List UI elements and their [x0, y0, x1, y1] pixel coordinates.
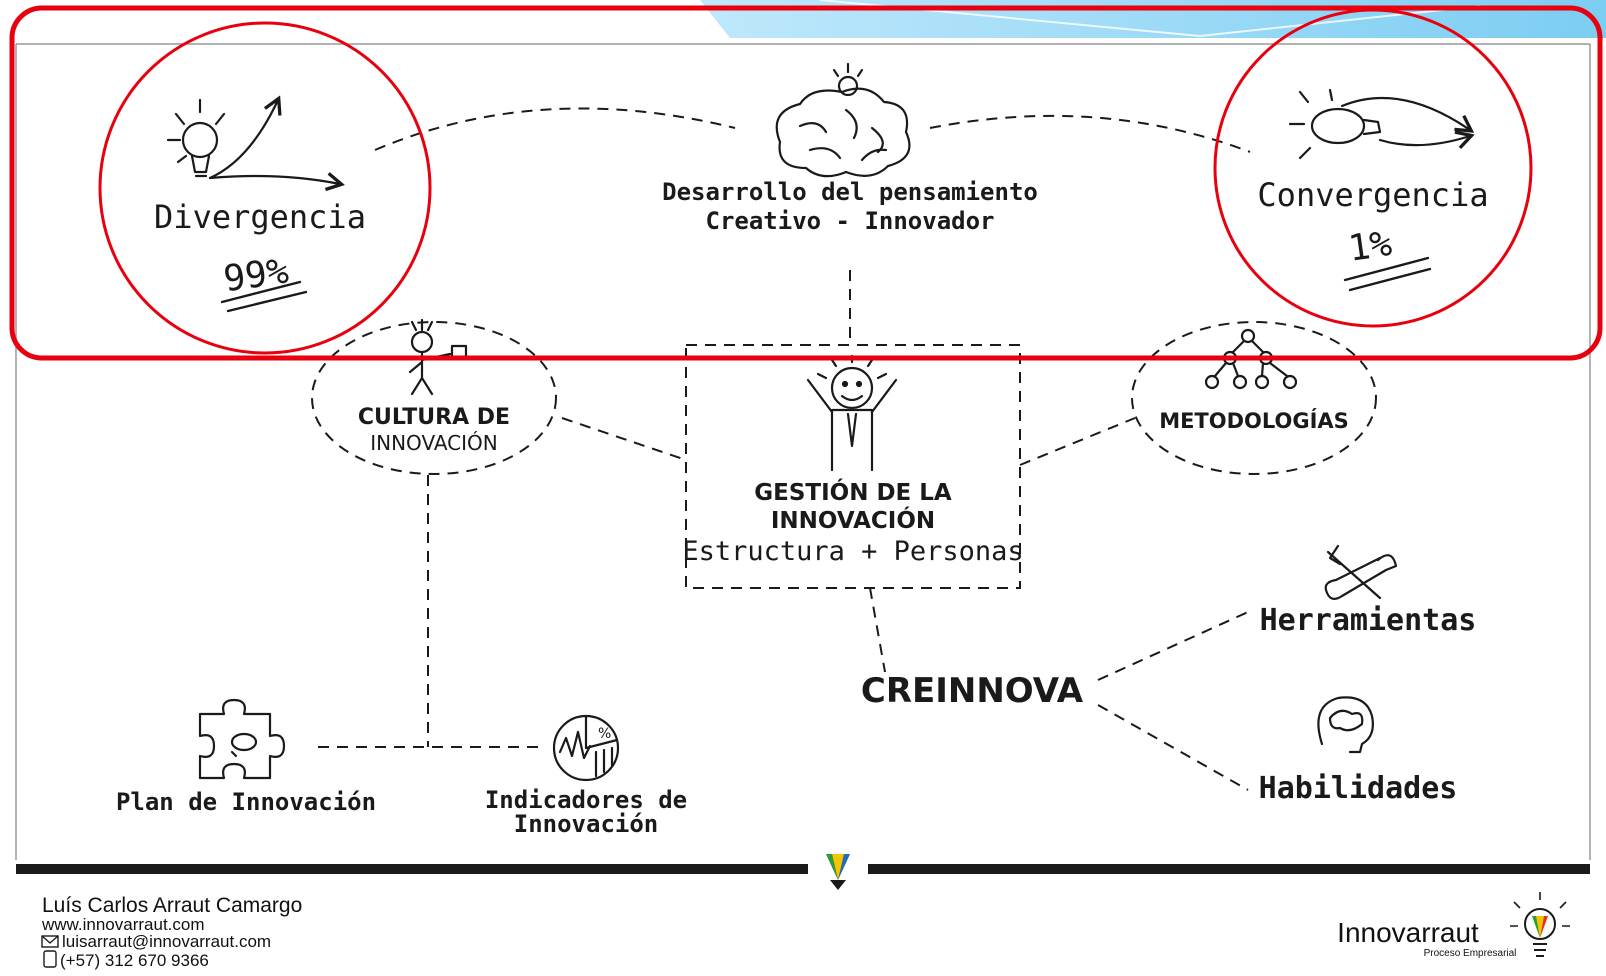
footer-bar-right — [868, 864, 1590, 874]
divergencia-underline — [220, 280, 308, 313]
brand-name: Innovarraut — [1337, 917, 1479, 948]
pensamiento-line2: Creativo - Innovador — [706, 207, 995, 235]
gestion-line2: INNOVACIÓN — [771, 506, 935, 534]
indicadores-line2: Innovación — [514, 810, 659, 838]
brand-bulb-icon — [1510, 892, 1570, 957]
metodologias-ellipse — [1131, 321, 1377, 475]
gestion-box — [685, 344, 1021, 589]
pensamiento-line1: Desarrollo del pensamiento — [662, 178, 1038, 206]
connector-creinnova-habilidades — [1097, 704, 1249, 791]
pie-chart-icon: % — [552, 714, 620, 782]
gestion-line1: GESTIÓN DE LA — [754, 478, 952, 506]
highlight-rectangle — [9, 5, 1603, 361]
indicadores-line1: Indicadores de — [485, 786, 687, 814]
convergencia-percent: 1% — [1346, 223, 1395, 270]
herramientas-label: Herramientas — [1260, 603, 1477, 638]
footer-phone: (+57) 312 670 9366 — [60, 951, 209, 970]
connector-gestion-metodologias — [1019, 417, 1136, 466]
connector-cultura-gestion — [561, 417, 687, 461]
footer-website: www.innovarraut.com — [41, 915, 205, 934]
banner-swoosh — [819, 0, 1481, 38]
gestion-line3: Estructura + Personas — [682, 536, 1023, 567]
convergencia-title: Convergencia — [1257, 176, 1488, 214]
footer-email: luisarraut@innovarraut.com — [62, 932, 271, 951]
connector-divergencia-cerebro — [374, 107, 736, 151]
habilidades-label: Habilidades — [1259, 771, 1458, 806]
head-brain-icon — [1317, 696, 1374, 754]
brain-icon — [775, 62, 911, 178]
person-icon — [806, 354, 898, 472]
divergencia-icon — [166, 100, 340, 184]
tree-network-icon — [1204, 328, 1298, 390]
connector-gestion-creinnova — [869, 587, 886, 673]
brand-tagline: Proceso Empresarial — [1424, 948, 1517, 959]
plan-label: Plan de Innovación — [116, 788, 376, 816]
connector-cerebro-convergencia — [929, 114, 1251, 153]
divergencia-title: Divergencia — [154, 198, 366, 236]
highlight-circle-divergencia — [98, 21, 432, 355]
highlight-circle-convergencia — [1213, 8, 1533, 328]
envelope-icon — [41, 935, 59, 948]
phone-icon — [43, 950, 57, 968]
cultura-ellipse — [311, 321, 557, 475]
svg-text:%: % — [598, 726, 611, 742]
cultura-line1: CULTURA DE — [358, 405, 510, 430]
tools-icon — [1324, 544, 1398, 600]
creinnova-label: CREINNOVA — [861, 671, 1084, 711]
convergencia-underline — [1343, 256, 1432, 292]
connector-creinnova-herramientas — [1097, 611, 1249, 681]
footer-bar-left — [16, 864, 808, 874]
convergencia-icon — [1288, 88, 1470, 160]
cultura-line2: INNOVACIÓN — [370, 431, 498, 455]
fan-logo-icon — [826, 854, 850, 890]
footer-name: Luís Carlos Arraut Camargo — [42, 894, 302, 917]
metodologias-label: METODOLOGÍAS — [1159, 408, 1349, 433]
puzzle-piece-icon — [198, 698, 286, 780]
